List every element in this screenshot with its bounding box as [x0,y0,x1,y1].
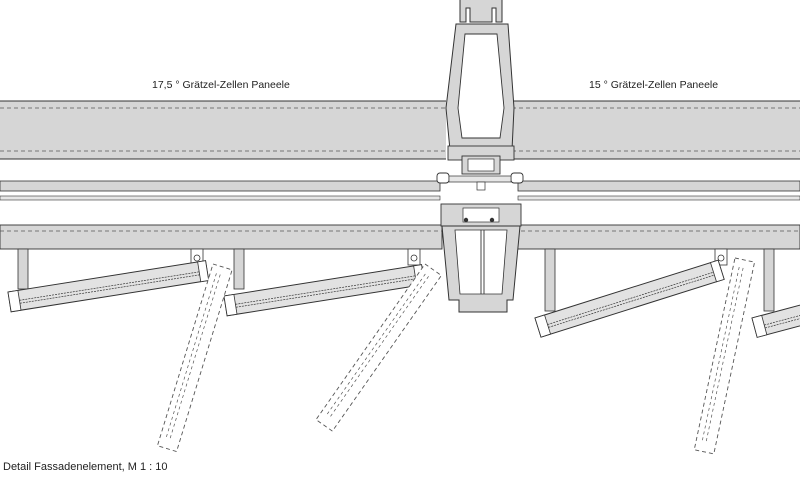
glass-layers [0,180,800,201]
lower-band [0,224,800,250]
right-panel-label: 15 ° Grätzel-Zellen Paneele [589,79,719,91]
open-panel-ghost-3 [693,257,756,455]
left-panel-label: 17,5 ° Grätzel-Zellen Paneele [152,79,290,91]
mullion-profile [436,0,524,313]
upper-band-left [0,100,446,160]
solar-panel-4 [751,301,800,338]
solar-panel-3 [534,259,725,338]
drawing-caption: Detail Fassadenelement, M 1 : 10 [3,461,168,473]
open-panel-ghost-2 [315,263,443,432]
upper-band-right [512,100,800,160]
open-panel-ghost-1 [156,263,233,453]
solar-panel-1 [7,260,210,313]
